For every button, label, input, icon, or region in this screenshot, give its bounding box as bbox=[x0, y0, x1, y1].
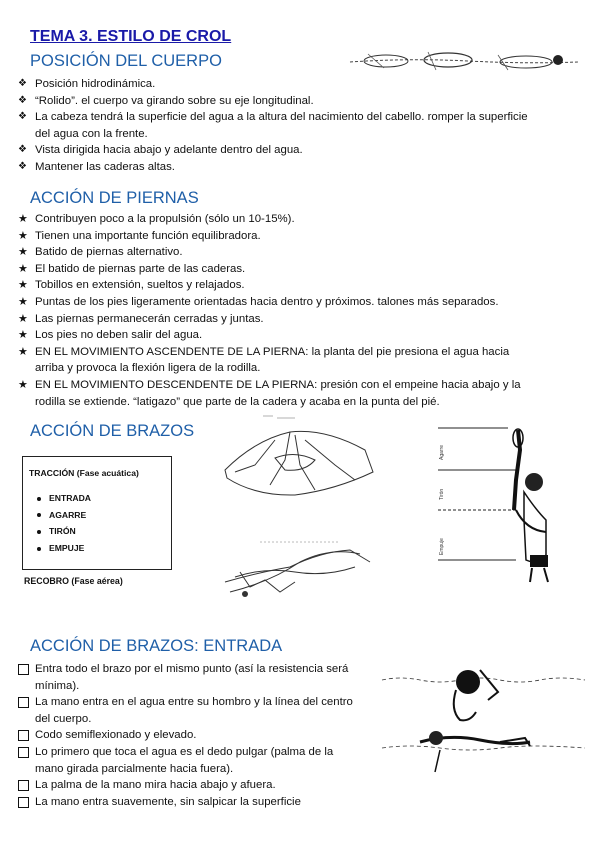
section-heading-entrada: ACCIÓN DE BRAZOS: ENTRADA bbox=[30, 637, 283, 655]
list-item-continuation: del agua con la frente. bbox=[35, 127, 148, 140]
list-item: ❖Mantener las caderas altas. bbox=[18, 159, 528, 176]
section-heading-brazos: ACCIÓN DE BRAZOS bbox=[30, 422, 195, 440]
list-item: ★Batido de piernas alternativo. bbox=[18, 244, 521, 261]
phases-list: ENTRADA AGARRE TIRÓN EMPUJE bbox=[37, 493, 91, 559]
list-item: La mano entra en el agua entre su hombro… bbox=[18, 694, 353, 711]
swimmer-front-figure: Agarre Tirón Empuje bbox=[438, 427, 549, 583]
star-bullet-icon: ★ bbox=[18, 329, 28, 342]
list-item: La palma de la mano mira hacia abajo y a… bbox=[18, 777, 353, 794]
section-heading-piernas: ACCIÓN DE PIERNAS bbox=[30, 189, 199, 207]
star-bullet-icon: ★ bbox=[18, 279, 28, 292]
list-item-continuation: del cuerpo. bbox=[35, 712, 92, 725]
list-item: Lo primero que toca el agua es el dedo p… bbox=[18, 744, 353, 761]
star-bullet-icon: ★ bbox=[18, 345, 28, 358]
list-item: ★Las piernas permanecerán cerradas y jun… bbox=[18, 311, 521, 328]
swimmer-silhouette-figure bbox=[349, 51, 579, 71]
list-item: ❖“Rolido”. el cuerpo va girando sobre su… bbox=[18, 93, 528, 110]
star-bullet-icon: ★ bbox=[18, 262, 28, 275]
bullet-dot-icon bbox=[37, 529, 41, 534]
traccion-box: TRACCIÓN (Fase acuática) ENTRADA AGARRE … bbox=[22, 456, 172, 570]
list-item: ❖Posición hidrodinámica. bbox=[18, 76, 528, 93]
traccion-title: TRACCIÓN (Fase acuática) bbox=[29, 468, 139, 478]
list-item: ❖La cabeza tendrá la superficie del agua… bbox=[18, 109, 528, 126]
list-item: ★Los pies no deben salir del agua. bbox=[18, 327, 521, 344]
checkbox-bullet-icon bbox=[18, 777, 32, 797]
checkbox-bullet-icon bbox=[18, 694, 32, 714]
diamond-bullet-icon: ❖ bbox=[18, 144, 27, 156]
phase-item: TIRÓN bbox=[37, 526, 91, 543]
arm-stroke-top-figure bbox=[224, 415, 374, 496]
list-item: La mano entra suavemente, sin salpicar l… bbox=[18, 794, 353, 811]
entrada-list: Entra todo el brazo por el mismo punto (… bbox=[18, 661, 353, 810]
list-item: ★Tienen una importante función equilibra… bbox=[18, 228, 521, 245]
checkbox-bullet-icon bbox=[18, 744, 32, 764]
star-bullet-icon: ★ bbox=[18, 229, 28, 242]
list-item: ★EN EL MOVIMIENTO ASCENDENTE DE LA PIERN… bbox=[18, 344, 521, 361]
bullet-dot-icon bbox=[37, 546, 41, 551]
list-item-continuation: mano girada parcialmente hacia fuera). bbox=[35, 762, 234, 775]
list-item: Codo semiflexionado y elevado. bbox=[18, 727, 353, 744]
star-bullet-icon: ★ bbox=[18, 246, 28, 259]
list-item-continuation: mínima). bbox=[35, 679, 80, 692]
checkbox-bullet-icon bbox=[18, 727, 32, 747]
bullet-dot-icon bbox=[37, 513, 41, 518]
star-bullet-icon: ★ bbox=[18, 312, 28, 325]
piernas-list: ★Contribuyen poco a la propulsión (sólo … bbox=[18, 211, 521, 410]
list-item: ★Puntas de los pies ligeramente orientad… bbox=[18, 294, 521, 311]
list-item: ★EN EL MOVIMIENTO DESCENDENTE DE LA PIER… bbox=[18, 377, 521, 394]
list-item: ★Contribuyen poco a la propulsión (sólo … bbox=[18, 211, 521, 228]
list-item: Entra todo el brazo por el mismo punto (… bbox=[18, 661, 353, 678]
phase-item: EMPUJE bbox=[37, 543, 91, 560]
arm-stroke-side-figure bbox=[224, 541, 371, 597]
diamond-bullet-icon: ❖ bbox=[18, 78, 27, 89]
checkbox-bullet-icon bbox=[18, 661, 32, 681]
list-item-continuation: rodilla se extiende. “latigazo” que part… bbox=[35, 395, 440, 408]
diamond-bullet-icon: ❖ bbox=[18, 160, 27, 172]
star-bullet-icon: ★ bbox=[18, 213, 28, 225]
posicion-list: ❖Posición hidrodinámica. ❖“Rolido”. el c… bbox=[18, 76, 528, 176]
diamond-bullet-icon: ❖ bbox=[18, 94, 27, 106]
list-item: ❖Vista dirigida hacia abajo y adelante d… bbox=[18, 142, 528, 159]
star-bullet-icon: ★ bbox=[18, 378, 28, 391]
arm-entry-figure bbox=[381, 669, 586, 773]
label-agarre: Agarre bbox=[439, 445, 445, 460]
list-item-continuation: arriba y provoca la flexión ligera de la… bbox=[35, 362, 261, 375]
list-item: ★Tobillos en extensión, sueltos y relaja… bbox=[18, 277, 521, 294]
section-heading-posicion: POSICIÓN DEL CUERPO bbox=[30, 52, 222, 70]
bullet-dot-icon bbox=[37, 496, 41, 501]
checkbox-bullet-icon bbox=[18, 794, 32, 814]
label-tiron: Tirón bbox=[439, 489, 445, 500]
recobro-label: RECOBRO (Fase aérea) bbox=[24, 576, 123, 586]
star-bullet-icon: ★ bbox=[18, 295, 28, 308]
page-title: TEMA 3. ESTILO DE CROL bbox=[30, 28, 232, 45]
diamond-bullet-icon: ❖ bbox=[18, 111, 27, 123]
phase-item: ENTRADA bbox=[37, 493, 91, 510]
list-item: ★El batido de piernas parte de las cader… bbox=[18, 261, 521, 278]
label-empuje: Empuje bbox=[439, 538, 445, 555]
phase-item: AGARRE bbox=[37, 510, 91, 527]
